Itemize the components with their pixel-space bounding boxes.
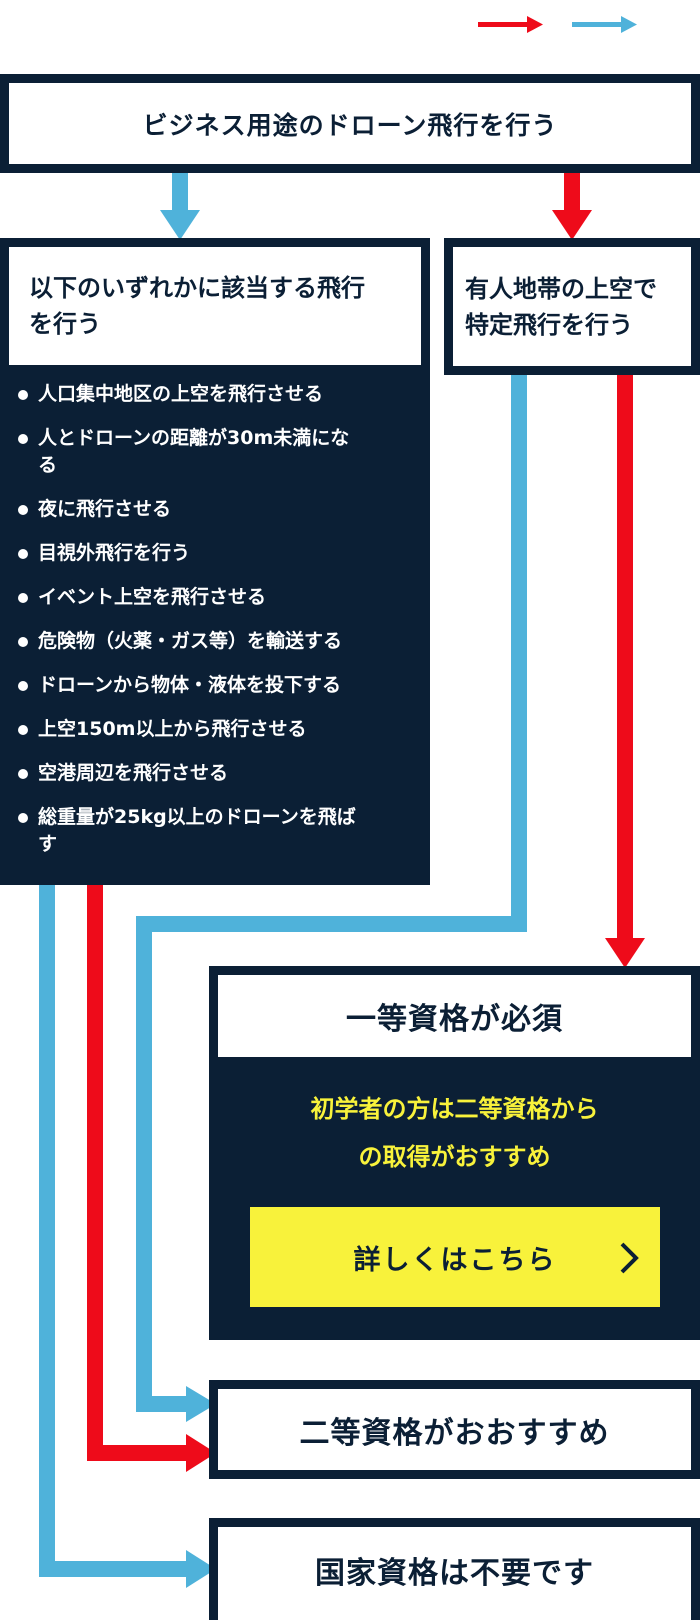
left-condition-node: 以下のいずれかに該当する飛行 を行う: [0, 238, 430, 885]
first-class-note: 初学者の方は二等資格から の取得がおすすめ: [209, 1085, 700, 1181]
list-item: イベント上空を飛行させる: [18, 584, 403, 611]
no-license-title: 国家資格は不要です: [315, 1555, 594, 1591]
red-arrow-icon: [478, 16, 543, 33]
list-item-text: 総重量が25kg以上のドローンを飛ば す: [38, 806, 356, 855]
list-item: 目視外飛行を行う: [18, 540, 403, 567]
list-item-text: 夜に飛行させる: [38, 498, 172, 520]
list-item: 危険物（火薬・ガス等）を輸送する: [18, 628, 403, 655]
list-item-text: 目視外飛行を行う: [38, 542, 191, 564]
list-item-text: 危険物（火薬・ガス等）を輸送する: [38, 630, 343, 652]
blue-arrow-icon: [572, 16, 637, 33]
left-condition-header: 以下のいずれかに該当する飛行 を行う: [9, 247, 421, 365]
right-condition-line2: 特定飛行を行う: [465, 310, 633, 339]
left-condition-title-line2: を行う: [29, 310, 101, 338]
list-item: 上空150m以上から飛行させる: [18, 716, 403, 743]
first-class-title: 一等資格が必須: [346, 1002, 563, 1037]
right-condition-line1: 有人地帯の上空で: [465, 274, 657, 303]
list-item: ドローンから物体・液体を投下する: [18, 672, 403, 699]
list-item-text: ドローンから物体・液体を投下する: [38, 674, 342, 696]
list-item: 人とドローンの距離が30m未満にな る: [18, 425, 403, 479]
list-item-text: 人とドローンの距離が30m未満にな る: [38, 427, 350, 476]
second-class-title: 二等資格がおおすすめ: [299, 1415, 610, 1451]
start-label: ビジネス用途のドローン飛行を行う: [142, 110, 558, 140]
legend-arrows: [478, 16, 637, 33]
left-condition-title-line1: 以下のいずれかに該当する飛行: [29, 274, 365, 302]
details-button-label: 詳しくはこちら: [353, 1244, 557, 1276]
no-license-node: 国家資格は不要です: [209, 1518, 700, 1620]
first-class-note-line2: の取得がおすすめ: [358, 1143, 551, 1171]
list-item-text: イベント上空を飛行させる: [38, 586, 267, 608]
list-item-text: 空港周辺を飛行させる: [38, 762, 229, 784]
right-condition-node: 有人地帯の上空で 特定飛行を行う: [444, 238, 700, 375]
list-item-text: 上空150m以上から飛行させる: [38, 718, 307, 740]
list-item: 空港周辺を飛行させる: [18, 760, 403, 787]
chevron-right-icon: [618, 1241, 640, 1279]
first-class-note-line1: 初学者の方は二等資格から: [310, 1095, 599, 1123]
list-item: 夜に飛行させる: [18, 496, 403, 523]
list-item-text: 人口集中地区の上空を飛行させる: [38, 383, 324, 405]
list-item: 人口集中地区の上空を飛行させる: [18, 381, 403, 408]
list-item: 総重量が25kg以上のドローンを飛ば す: [18, 804, 403, 858]
second-class-node: 二等資格がおおすすめ: [209, 1380, 700, 1479]
start-node: ビジネス用途のドローン飛行を行う: [0, 74, 700, 173]
details-button[interactable]: 詳しくはこちら: [250, 1207, 660, 1307]
condition-list: 人口集中地区の上空を飛行させる 人とドローンの距離が30m未満にな る 夜に飛行…: [18, 381, 403, 875]
